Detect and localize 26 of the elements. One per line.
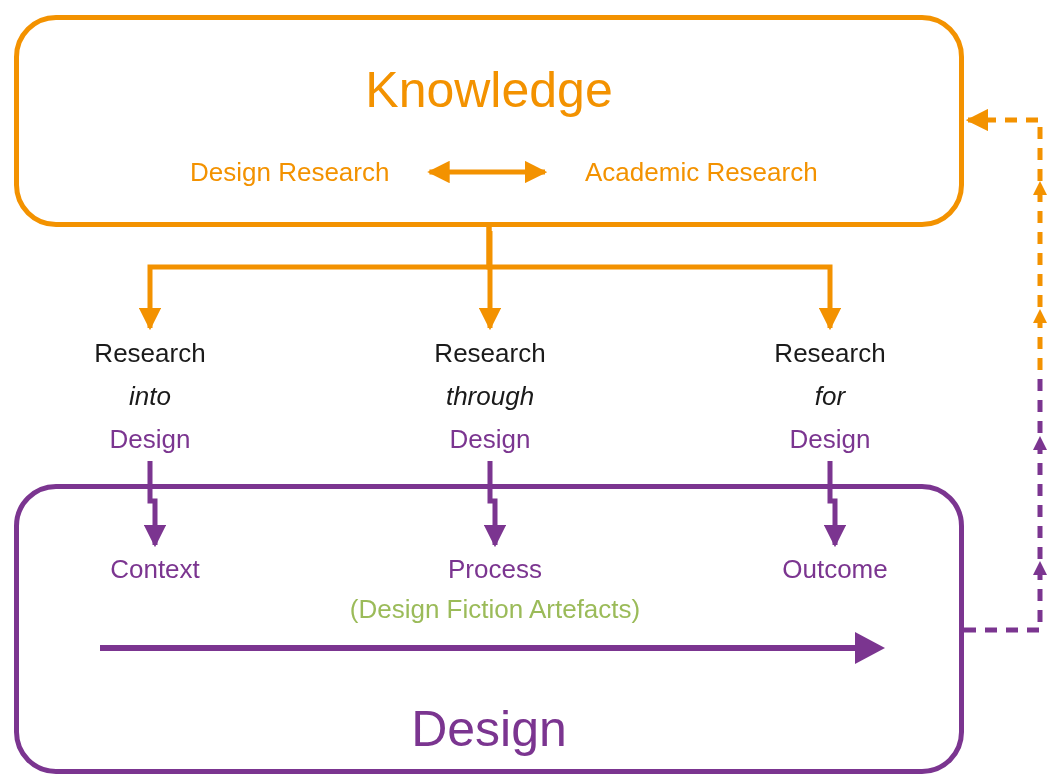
- research-label: through: [445, 380, 535, 413]
- node-label: Design Research: [190, 156, 390, 189]
- rounded-box: [14, 15, 964, 227]
- arrow: [486, 227, 842, 331]
- feedback-arrow: [964, 108, 1043, 633]
- research-label: into: [129, 380, 171, 413]
- node-label: Process: [448, 553, 542, 586]
- research-label: Research: [94, 337, 206, 370]
- research-label: Design: [449, 423, 531, 456]
- research-label: for: [814, 380, 846, 413]
- node-label: Academic Research: [585, 156, 818, 189]
- node-label: Context: [110, 553, 200, 586]
- box-title: Design: [411, 704, 567, 754]
- node-label: Outcome: [782, 553, 888, 586]
- arrow: [483, 461, 507, 548]
- arrow: [143, 461, 167, 548]
- research-label: Design: [109, 423, 191, 456]
- node-label: (Design Fiction Artefacts): [349, 593, 641, 626]
- rounded-box: [14, 484, 964, 774]
- arrow: [427, 160, 548, 184]
- arrow: [478, 231, 502, 331]
- arrow: [823, 461, 847, 548]
- research-label: Design: [789, 423, 871, 456]
- box-title: Knowledge: [365, 65, 613, 115]
- research-label: Research: [774, 337, 886, 370]
- research-label: Research: [434, 337, 546, 370]
